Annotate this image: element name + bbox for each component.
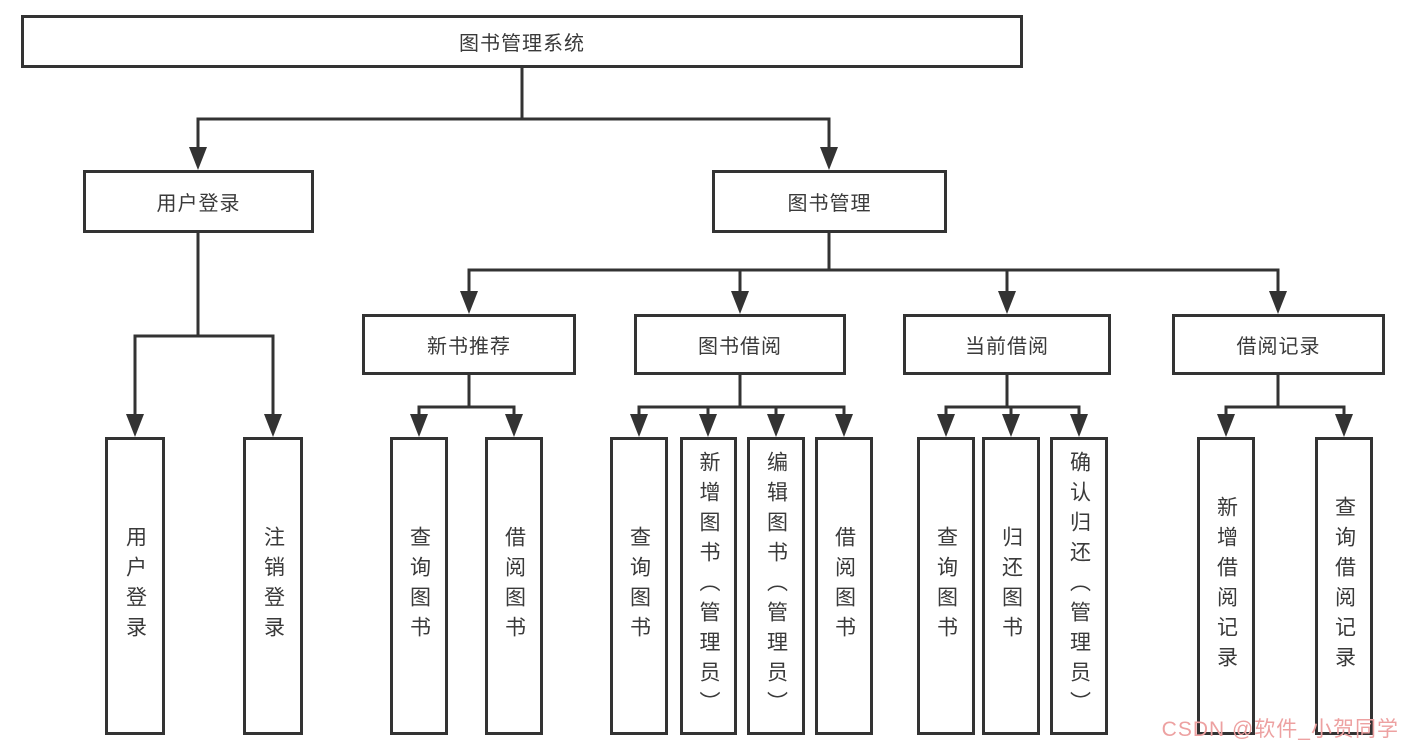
node-new-book-recommend: 新书推荐 [362,314,576,375]
node-root-library-system: 图书管理系统 [21,15,1023,68]
leaf-recommend-query-books: 查询图书 [390,437,448,735]
leaf-edit-books-admin: 编辑图书（管理员） [747,437,805,735]
leaf-logout: 注销登录 [243,437,303,735]
leaf-recommend-query-books-label: 查询图书 [407,526,431,646]
leaf-user-login-label: 用户登录 [123,526,147,646]
node-book-management-branch: 图书管理 [712,170,947,233]
node-book-borrowing: 图书借阅 [634,314,846,375]
leaf-edit-books-admin-label: 编辑图书（管理员） [764,451,788,721]
leaf-query-borrow-record-label: 查询借阅记录 [1332,496,1356,676]
leaf-add-borrow-record-label: 新增借阅记录 [1214,496,1238,676]
leaf-user-login: 用户登录 [105,437,165,735]
leaf-borrow-query-books: 查询图书 [610,437,668,735]
leaf-query-borrow-record: 查询借阅记录 [1315,437,1373,735]
leaf-return-books: 归还图书 [982,437,1040,735]
leaf-logout-label: 注销登录 [261,526,285,646]
leaf-add-books-admin: 新增图书（管理员） [680,437,737,735]
leaf-add-borrow-record: 新增借阅记录 [1197,437,1255,735]
leaf-current-query-books: 查询图书 [917,437,975,735]
leaf-borrow-books-label: 借阅图书 [832,526,856,646]
leaf-borrow-query-books-label: 查询图书 [627,526,651,646]
node-current-borrowing: 当前借阅 [903,314,1111,375]
leaf-recommend-borrow-books-label: 借阅图书 [502,526,526,646]
node-user-login-branch: 用户登录 [83,170,314,233]
leaf-return-books-label: 归还图书 [999,526,1023,646]
leaf-confirm-return-admin-label: 确认归还（管理员） [1067,451,1091,721]
leaf-confirm-return-admin: 确认归还（管理员） [1050,437,1108,735]
leaf-borrow-books: 借阅图书 [815,437,873,735]
leaf-add-books-admin-label: 新增图书（管理员） [697,451,720,721]
csdn-watermark: CSDN @软件_小贺同学 [1161,718,1399,741]
node-borrowing-records: 借阅记录 [1172,314,1385,375]
leaf-recommend-borrow-books: 借阅图书 [485,437,543,735]
leaf-current-query-books-label: 查询图书 [934,526,958,646]
